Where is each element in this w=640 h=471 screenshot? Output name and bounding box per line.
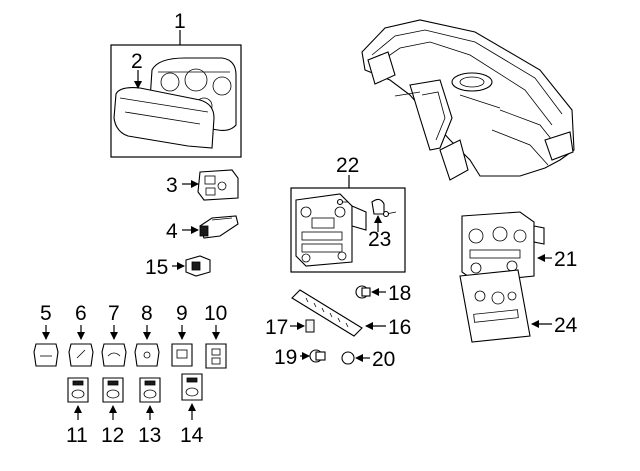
- callout-17: 17: [265, 316, 288, 339]
- button-7-icon: [101, 343, 127, 367]
- switch-3: [182, 169, 239, 201]
- callout-5: 5: [40, 302, 52, 325]
- callout-6: 6: [75, 302, 87, 325]
- switch-row-top: [33, 325, 227, 369]
- callout-box-22: [290, 187, 406, 273]
- callout-2: 2: [131, 50, 143, 73]
- callout-1: 1: [174, 10, 186, 33]
- callout-19: 19: [274, 346, 297, 369]
- callout-7: 7: [108, 302, 120, 325]
- switch-4: [182, 215, 239, 239]
- button-10-icon: [205, 343, 227, 369]
- button-5-icon: [33, 343, 59, 367]
- callout-21: 21: [554, 248, 577, 271]
- callout-12: 12: [101, 424, 124, 447]
- instrument-cluster-group: [110, 30, 242, 158]
- callout-16: 16: [388, 316, 411, 339]
- callout-14: 14: [180, 424, 204, 447]
- climate-panel-icon: [295, 193, 353, 267]
- callout-13: 13: [138, 424, 161, 447]
- cluster-lens-icon: [113, 87, 215, 149]
- vent-strip-16-icon: [291, 289, 363, 337]
- callout-4: 4: [166, 220, 178, 243]
- callout-labels: 1 2 3 4 5 6 7 8 9 10 11 12 13 14 15 16 1…: [40, 10, 578, 447]
- callout-11: 11: [66, 424, 88, 447]
- dashboard-drawing: [361, 19, 575, 181]
- button-8-icon: [134, 343, 160, 367]
- switch-row-bottom: [67, 373, 203, 420]
- callout-15: 15: [145, 256, 168, 279]
- callout-9: 9: [176, 302, 188, 325]
- control-panel-21: [461, 211, 552, 283]
- button-9-icon: [171, 343, 193, 367]
- button-6-icon: [68, 343, 94, 367]
- small-parts-group: [290, 285, 386, 365]
- callout-box-1: [110, 44, 242, 158]
- connector-15: [172, 255, 211, 277]
- callout-3: 3: [166, 174, 178, 197]
- callout-20: 20: [372, 348, 395, 371]
- callout-18: 18: [388, 282, 411, 305]
- callout-24: 24: [554, 314, 578, 337]
- callout-8: 8: [141, 302, 153, 325]
- callout-10: 10: [204, 302, 227, 325]
- callout-22: 22: [336, 154, 359, 177]
- trim-plate-24: [459, 269, 552, 343]
- callout-23: 23: [368, 228, 391, 251]
- climate-control-group: [290, 175, 406, 273]
